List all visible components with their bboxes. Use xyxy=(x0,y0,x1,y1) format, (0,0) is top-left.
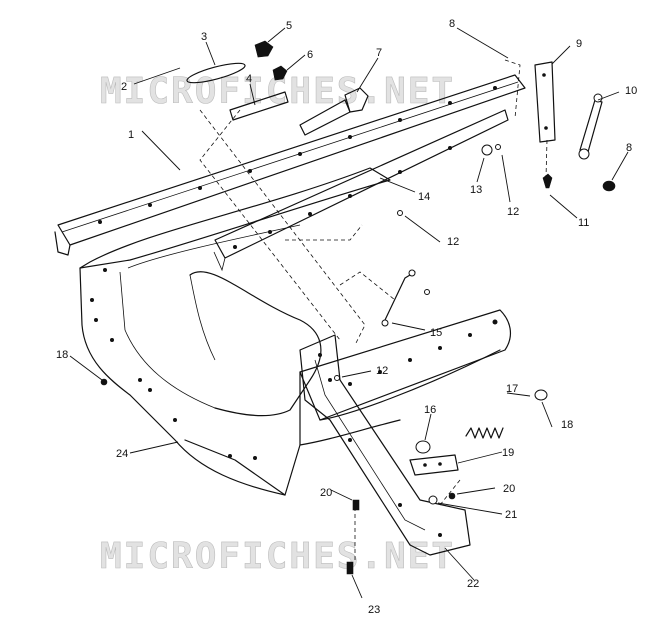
part-12-fasteners xyxy=(334,144,501,381)
callout-17: 17 xyxy=(506,383,518,395)
callout-4: 4 xyxy=(246,73,252,85)
callout-22: 22 xyxy=(467,578,479,590)
callout-16: 16 xyxy=(424,404,436,416)
callout-24: 24 xyxy=(116,448,128,460)
part-24-body-panel xyxy=(79,167,401,496)
part-5-clip xyxy=(254,40,274,58)
part-19-plate xyxy=(409,454,459,476)
callout-1: 1 xyxy=(128,129,134,141)
part-21-nut xyxy=(428,495,438,505)
part-9-bracket xyxy=(534,61,556,143)
part-20-bolts xyxy=(352,492,456,511)
callout-7: 7 xyxy=(376,47,382,59)
part-23-bolt xyxy=(346,561,354,575)
callout-13: 13 xyxy=(470,184,482,196)
part-17-spring xyxy=(465,427,504,439)
part-1-top-rail xyxy=(54,74,526,256)
callout-12-b: 12 xyxy=(447,236,459,248)
part-6-knob xyxy=(272,65,288,81)
part-18-plug-right xyxy=(534,389,548,401)
callout-9: 9 xyxy=(576,38,582,50)
part-22-bracket xyxy=(299,334,471,556)
callout-11: 11 xyxy=(578,217,589,229)
part-8-knob-right xyxy=(602,180,616,192)
part-15-link-rod xyxy=(381,269,416,327)
part-14-brace xyxy=(213,109,509,272)
leader-lines xyxy=(69,27,629,599)
callout-8-top: 8 xyxy=(449,18,455,30)
assembly-lines xyxy=(199,59,548,560)
callout-10: 10 xyxy=(625,85,637,97)
watermark-bottom: MICROFICHES.NET xyxy=(100,536,455,577)
part-3-gasket xyxy=(186,62,246,84)
callout-12-c: 12 xyxy=(376,365,388,377)
part-13-bushing xyxy=(481,144,493,156)
part-11-stud xyxy=(542,173,553,189)
part-10-prop-rod xyxy=(578,93,603,160)
callout-12-a: 12 xyxy=(507,206,519,218)
callout-15: 15 xyxy=(430,327,442,339)
callout-2: 2 xyxy=(121,81,127,93)
part-22-front-panel xyxy=(299,309,512,446)
callout-8-right: 8 xyxy=(626,142,632,154)
callout-20-left: 20 xyxy=(320,487,332,499)
callout-18-left: 18 xyxy=(56,349,68,361)
callout-18-right: 18 xyxy=(561,419,573,431)
callout-21: 21 xyxy=(505,509,517,521)
callout-19: 19 xyxy=(502,447,514,459)
callout-5: 5 xyxy=(286,20,292,32)
callout-3: 3 xyxy=(201,31,207,43)
part-16-bumper xyxy=(415,440,431,454)
part-7-latch xyxy=(299,87,369,136)
callout-23: 23 xyxy=(368,604,380,616)
callout-20-right: 20 xyxy=(503,483,515,495)
callout-labels: 1 2 3 4 5 6 7 8 9 10 8 11 12 13 14 12 15… xyxy=(56,18,637,616)
callout-14: 14 xyxy=(418,191,430,203)
part-4-strip xyxy=(229,91,289,121)
part-18-plug-left xyxy=(100,378,108,386)
callout-6: 6 xyxy=(307,49,313,61)
